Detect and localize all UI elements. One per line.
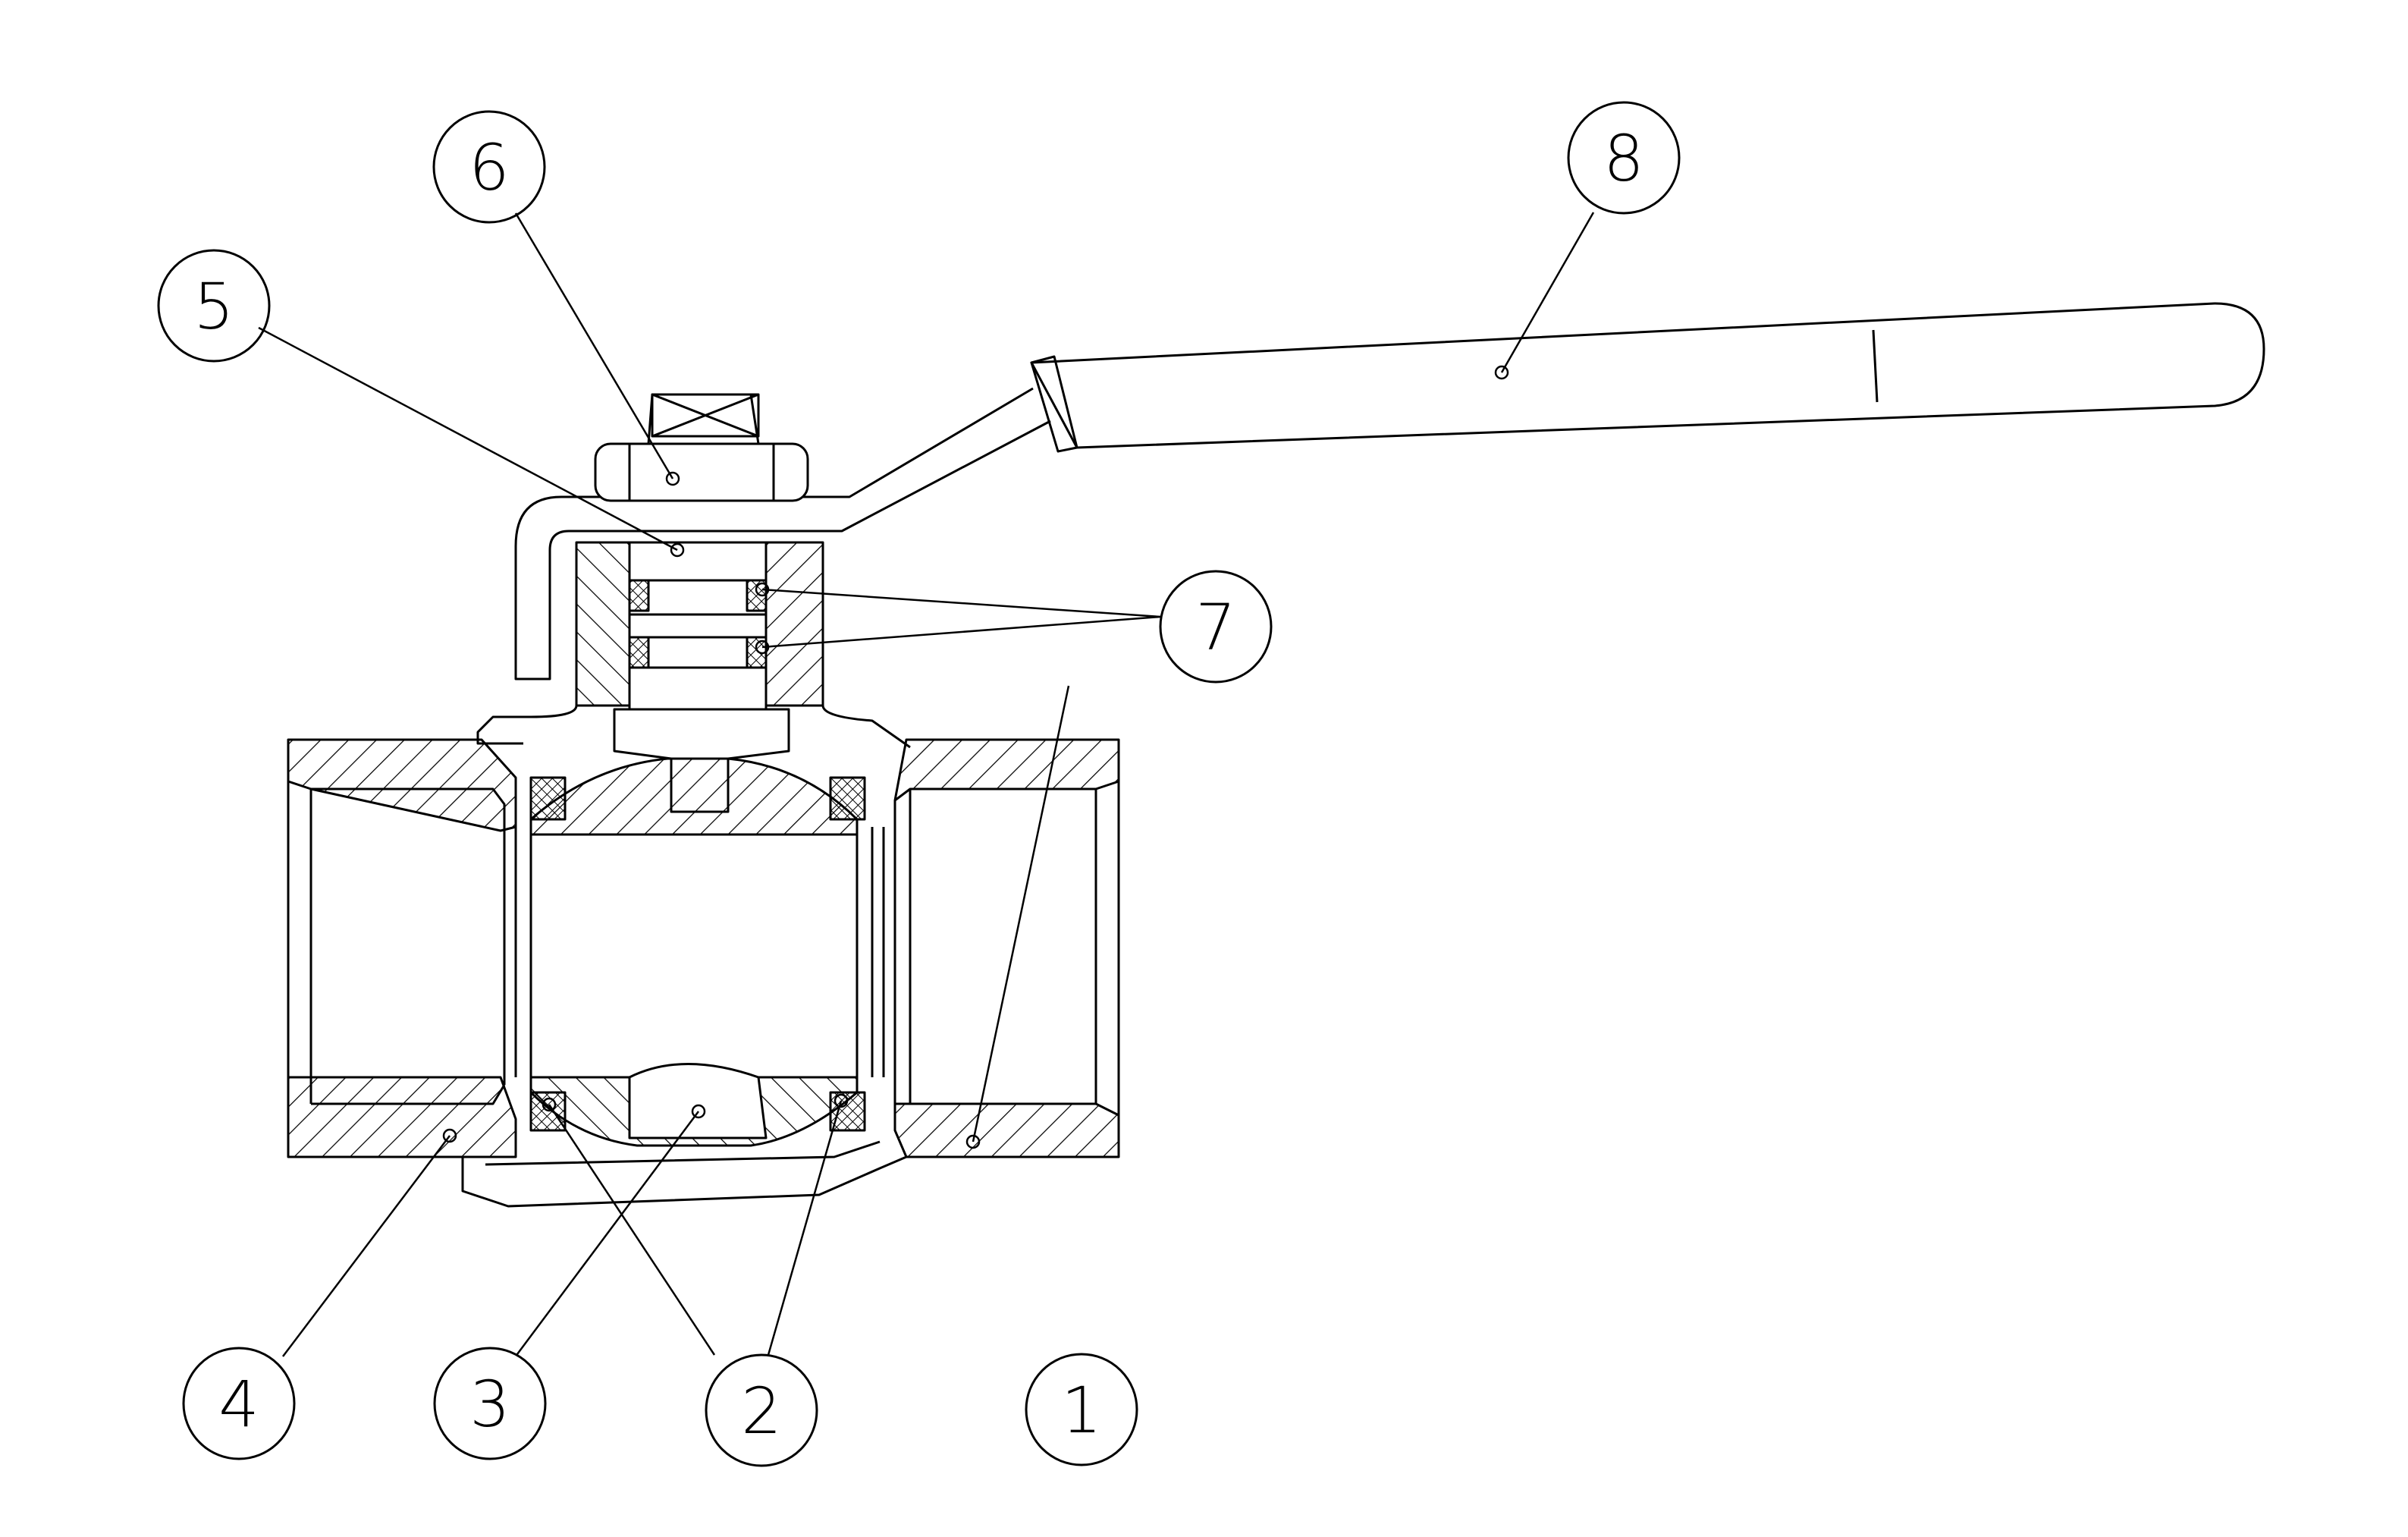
leader-lines — [258, 212, 1595, 1357]
callout-4: 4 — [182, 1347, 296, 1460]
callout-7: 7 — [1159, 570, 1273, 684]
callout-3-label: 3 — [469, 1367, 510, 1441]
callout-3: 3 — [433, 1347, 547, 1460]
callout-6: 6 — [432, 110, 546, 224]
right-end-body — [871, 738, 1120, 1158]
callout-2: 2 — [705, 1353, 818, 1467]
callout-7-label: 7 — [1195, 590, 1235, 665]
callout-8: 8 — [1567, 101, 1681, 215]
left-end-body — [287, 738, 907, 1208]
callout-1: 1 — [1025, 1353, 1138, 1466]
callout-2-label: 2 — [741, 1374, 781, 1448]
valve-ball — [529, 757, 859, 1147]
callout-4-label: 4 — [218, 1367, 259, 1441]
callout-5-label: 5 — [193, 269, 234, 344]
callout-6-label: 6 — [469, 130, 509, 205]
leader-dots — [442, 365, 1509, 1149]
lever-handle — [514, 302, 2265, 680]
stem-o-rings — [628, 579, 768, 669]
callout-1-label: 1 — [1061, 1373, 1101, 1447]
callout-8-label: 8 — [1603, 121, 1644, 196]
stem-housing — [476, 541, 911, 749]
stem-nut — [594, 393, 809, 502]
callout-5: 5 — [157, 249, 271, 363]
